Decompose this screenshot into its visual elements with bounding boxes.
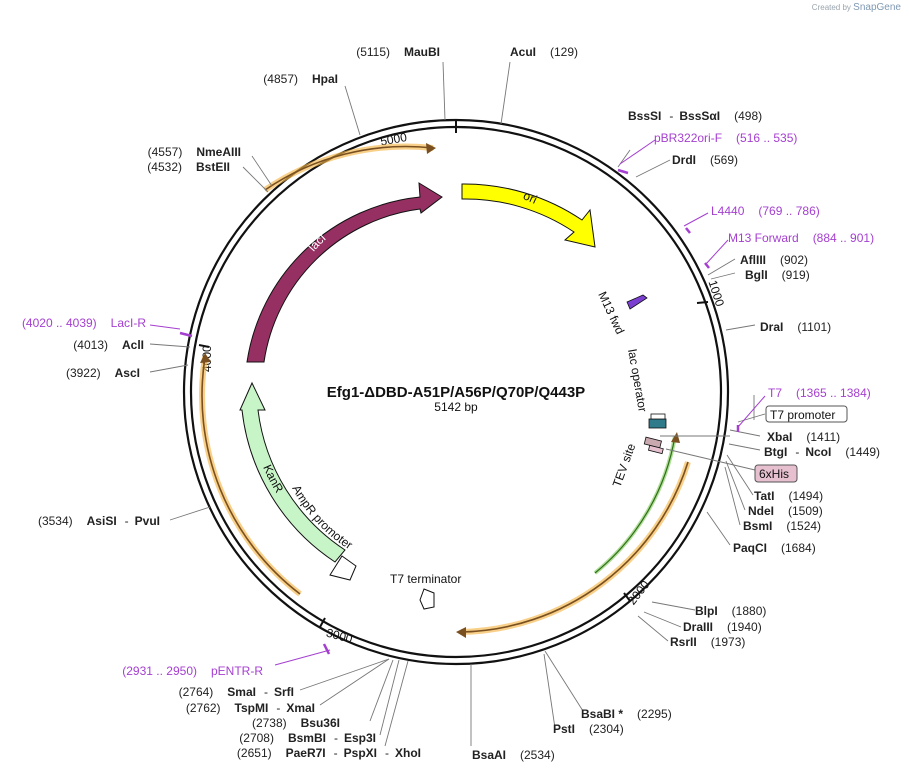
primer-l4440: L4440(769 .. 786) <box>711 204 820 218</box>
site-drdi: DrdI(569) <box>672 153 738 167</box>
lac-operator-feature[interactable] <box>648 418 667 429</box>
site-bgli: BglI(919) <box>745 268 810 282</box>
snapgene-credit: Created by SnapGene <box>812 2 901 13</box>
site-paqci: PaqCI(1684) <box>733 541 816 555</box>
site-drai: DraI(1101) <box>760 320 831 334</box>
site-bsabi: BsaBI *(2295) <box>581 707 672 721</box>
site-bsmbi: (2708)BsmBI-Esp3I <box>239 731 376 745</box>
site-rsrii: RsrII(1973) <box>670 635 745 649</box>
site-tati: TatI(1494) <box>754 489 823 503</box>
t7-promoter-box <box>765 405 848 423</box>
primer-marks <box>179 168 740 655</box>
site-draiii: DraIII(1940) <box>683 620 762 634</box>
credit-prefix: Created by <box>811 3 851 12</box>
m13-fwd-feature[interactable] <box>626 294 648 310</box>
tick-3000: 3000 <box>325 626 355 647</box>
orf-arcs <box>199 143 691 635</box>
site-xbai: XbaI(1411) <box>767 430 840 444</box>
site-bsaai: BsaAI(2534) <box>472 748 555 762</box>
primer-m13-forward: M13 Forward(884 .. 901) <box>728 231 874 245</box>
t7-promoter-label: T7 promoter <box>770 408 835 422</box>
site-maubi: (5115)MauBI <box>356 45 440 59</box>
site-bsteii: (4532)BstEII <box>147 160 230 174</box>
his-tag-label: 6xHis <box>759 467 789 481</box>
leader-lines <box>149 61 766 747</box>
site-tspmi: (2762)TspMI-XmaI <box>186 701 315 715</box>
site-bsssi: BssSI-BssSαI(498) <box>628 109 762 123</box>
ori-feature[interactable] <box>461 183 596 248</box>
site-paer7i: (2651)PaeR7I-PspXI-XhoI <box>237 746 421 760</box>
t7-terminator-feature[interactable] <box>419 588 435 610</box>
t7-terminator-label: T7 terminator <box>390 572 461 586</box>
laci-feature[interactable] <box>246 182 443 363</box>
tick-2000: 2000 <box>625 578 653 608</box>
site-bsmi: BsmI(1524) <box>743 519 821 533</box>
kanr-feature[interactable] <box>239 381 346 563</box>
primer-leaders <box>149 139 766 666</box>
his-tag-box <box>754 464 798 483</box>
his-tag-mark[interactable] <box>647 444 664 455</box>
m13-fwd-label: M13 fwd <box>595 289 627 336</box>
site-btgi: BtgI-NcoI(1449) <box>764 445 880 459</box>
site-acui: AcuI(129) <box>510 45 578 59</box>
site-blpi: BlpI(1880) <box>695 604 766 618</box>
tev-site-label: TEV site <box>610 441 639 489</box>
site-nmeaiii: (4557)NmeAIII <box>148 145 241 159</box>
site-hpai: (4857)HpaI <box>263 72 338 86</box>
primer-laci-r: (4020 .. 4039)LacI-R <box>22 316 146 330</box>
primer-pbr322ori: pBR322ori-F(516 .. 535) <box>654 131 797 145</box>
plasmid-size: 5142 bp <box>434 400 478 414</box>
ori-label: ori <box>521 188 539 206</box>
t7-promoter-mark[interactable] <box>650 413 666 420</box>
site-acli: (4013)AclI <box>73 338 144 352</box>
site-afliii: AflIII(902) <box>740 253 808 267</box>
site-ndei: NdeI(1509) <box>748 504 823 518</box>
primer-t7: T7(1365 .. 1384) <box>768 386 871 400</box>
site-smai: (2764)SmaI-SrfI <box>179 685 294 699</box>
scale-ticks <box>198 120 709 628</box>
primer-pentr-r: (2931 .. 2950)pENTR-R <box>122 664 263 678</box>
ampr-promoter-feature[interactable] <box>329 555 357 581</box>
site-asci: (3922)AscI <box>66 366 140 380</box>
site-asisi: (3534)AsiSI-PvuI <box>38 514 160 528</box>
site-bsu36i: (2738)Bsu36I <box>252 716 340 730</box>
lac-operator-label: lac operator <box>625 348 650 413</box>
snapgene-logo: SnapGene <box>853 2 901 13</box>
orf-arrowheads <box>200 143 680 638</box>
plasmid-name: Efg1-ΔDBD-A51P/A56P/Q70P/Q443P <box>327 384 585 401</box>
site-psti: PstI(2304) <box>553 722 624 736</box>
